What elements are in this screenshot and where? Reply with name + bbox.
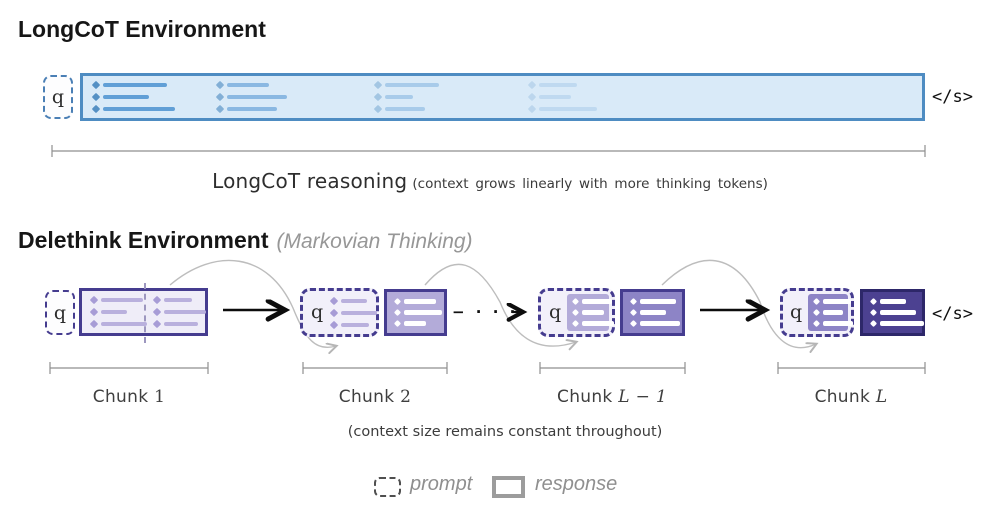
text-lines-icon <box>329 291 377 334</box>
delethink-title: Delethink Environment <box>18 227 269 253</box>
chunk2-response-box <box>384 289 447 336</box>
carryover-panel <box>567 294 614 331</box>
prompt-token: q <box>311 301 324 323</box>
prompt-legend-icon <box>374 477 401 497</box>
chunk1-response-box <box>79 283 208 343</box>
chunk-label-2: Chunk 2 <box>338 387 412 407</box>
ellipsis: − · · · <box>452 303 519 321</box>
text-lines-icon <box>571 294 614 331</box>
longcot-context-box <box>80 73 925 121</box>
response-legend-icon <box>492 476 525 498</box>
eos-token: </s> <box>932 87 973 107</box>
longcot-span-ruler <box>51 145 926 157</box>
delethink-subtitle: (Markovian Thinking) <box>276 230 473 253</box>
text-lines-icon <box>91 76 175 118</box>
longcot-caption-note: (context grows linearly with more thinki… <box>412 176 768 192</box>
longcot-prompt-box: q <box>43 75 73 119</box>
chunk-label-1: Chunk 1 <box>92 387 166 407</box>
text-lines-icon <box>152 291 206 333</box>
prompt-legend-label: prompt <box>410 473 473 495</box>
chunk1-prompt-box: q <box>45 290 75 335</box>
prompt-token: q <box>549 301 562 323</box>
prompt-token: q <box>51 86 65 108</box>
text-lines-icon <box>393 292 442 333</box>
eos-token: </s> <box>932 304 973 324</box>
longcot-caption: LongCoT reasoning (context grows linearl… <box>160 169 820 193</box>
chunk2-prompt-box: q <box>300 288 379 337</box>
longcot-caption-main: LongCoT reasoning <box>212 169 408 193</box>
chunkL-response-box <box>860 289 925 336</box>
chunkLm1-response-box <box>620 289 685 336</box>
text-lines-icon <box>373 76 439 118</box>
text-lines-icon <box>89 291 147 333</box>
chunk-label-L: Chunk L <box>814 387 888 407</box>
chunkL-prompt-box: q <box>780 288 854 337</box>
chunk-span-rulers <box>49 362 926 374</box>
chunk-boundary-divider <box>144 283 146 343</box>
chunk-label-Lm1: Chunk L − 1 <box>557 387 667 407</box>
text-lines-icon <box>215 76 287 118</box>
text-lines-icon <box>812 294 853 331</box>
carryover-panel <box>808 294 853 331</box>
chunkLm1-prompt-box: q <box>538 288 615 337</box>
text-lines-icon <box>527 76 597 118</box>
longcot-title: LongCoT Environment <box>18 16 266 42</box>
prompt-token: q <box>53 301 67 324</box>
response-legend-label: response <box>535 473 618 495</box>
prompt-token: q <box>790 301 803 323</box>
text-lines-icon <box>629 292 680 333</box>
delethink-title-row: Delethink Environment (Markovian Thinking… <box>18 227 473 254</box>
delethink-caption: (context size remains constant throughou… <box>347 424 663 440</box>
text-lines-icon <box>869 292 924 333</box>
